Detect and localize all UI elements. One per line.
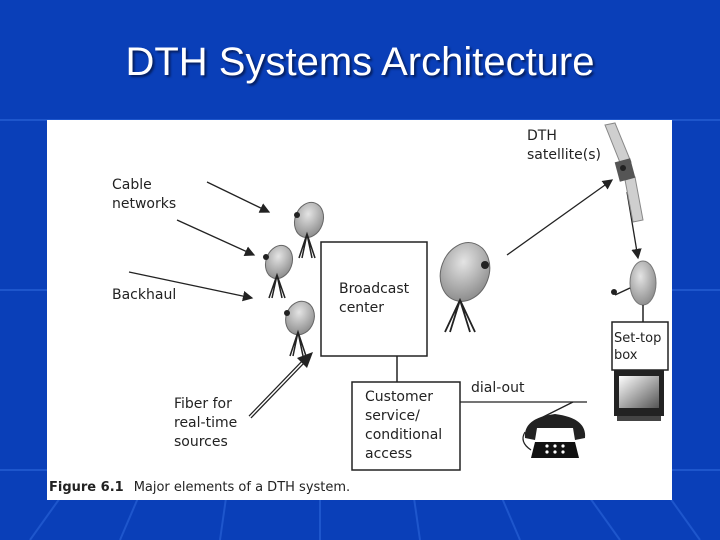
broadcast-center-box	[320, 241, 428, 357]
label-fiber: Fiber for real-time sources	[174, 396, 238, 450]
label-dth-satellite: DTH satellite(s)	[527, 128, 601, 163]
diagram-drawing	[128, 122, 669, 471]
diagram-figure: Cable networks Backhaul Fiber for real-t…	[47, 120, 672, 500]
tv-icon	[614, 370, 664, 421]
dish-small-2	[263, 244, 294, 299]
satellite-icon	[604, 122, 644, 223]
fiber-arrow-core	[249, 359, 306, 418]
label-cable-networks: Cable networks	[112, 177, 177, 212]
label-broadcast-center: Broadcast center	[339, 281, 410, 316]
figure-caption-text: Major elements of a DTH system.	[133, 480, 351, 495]
label-dial-out: dial-out	[471, 380, 525, 396]
figure-caption: Figure 6.1 Major elements of a DTH system…	[49, 480, 350, 495]
label-backhaul: Backhaul	[112, 287, 177, 303]
customer-service-box	[351, 381, 461, 471]
label-customer-service: Customer service/ conditional access	[365, 389, 443, 462]
figure-number: Figure 6.1	[49, 480, 124, 495]
slide-title: DTH Systems Architecture	[125, 40, 595, 84]
dish-small-3	[284, 300, 315, 357]
telephone-icon	[522, 414, 586, 458]
uplink-dish	[439, 242, 491, 333]
backhaul-arrow	[128, 271, 254, 302]
fiber-arrowhead	[297, 352, 313, 368]
cable-arrow-2	[176, 219, 256, 256]
set-top-box	[611, 321, 669, 371]
uplink-arrow	[506, 179, 614, 256]
downlink-arrow	[626, 191, 642, 260]
cable-arrow-1	[206, 181, 271, 213]
receive-dish	[611, 260, 657, 322]
dish-small-1	[293, 201, 325, 259]
label-set-top-box: Set-top box	[614, 331, 662, 363]
